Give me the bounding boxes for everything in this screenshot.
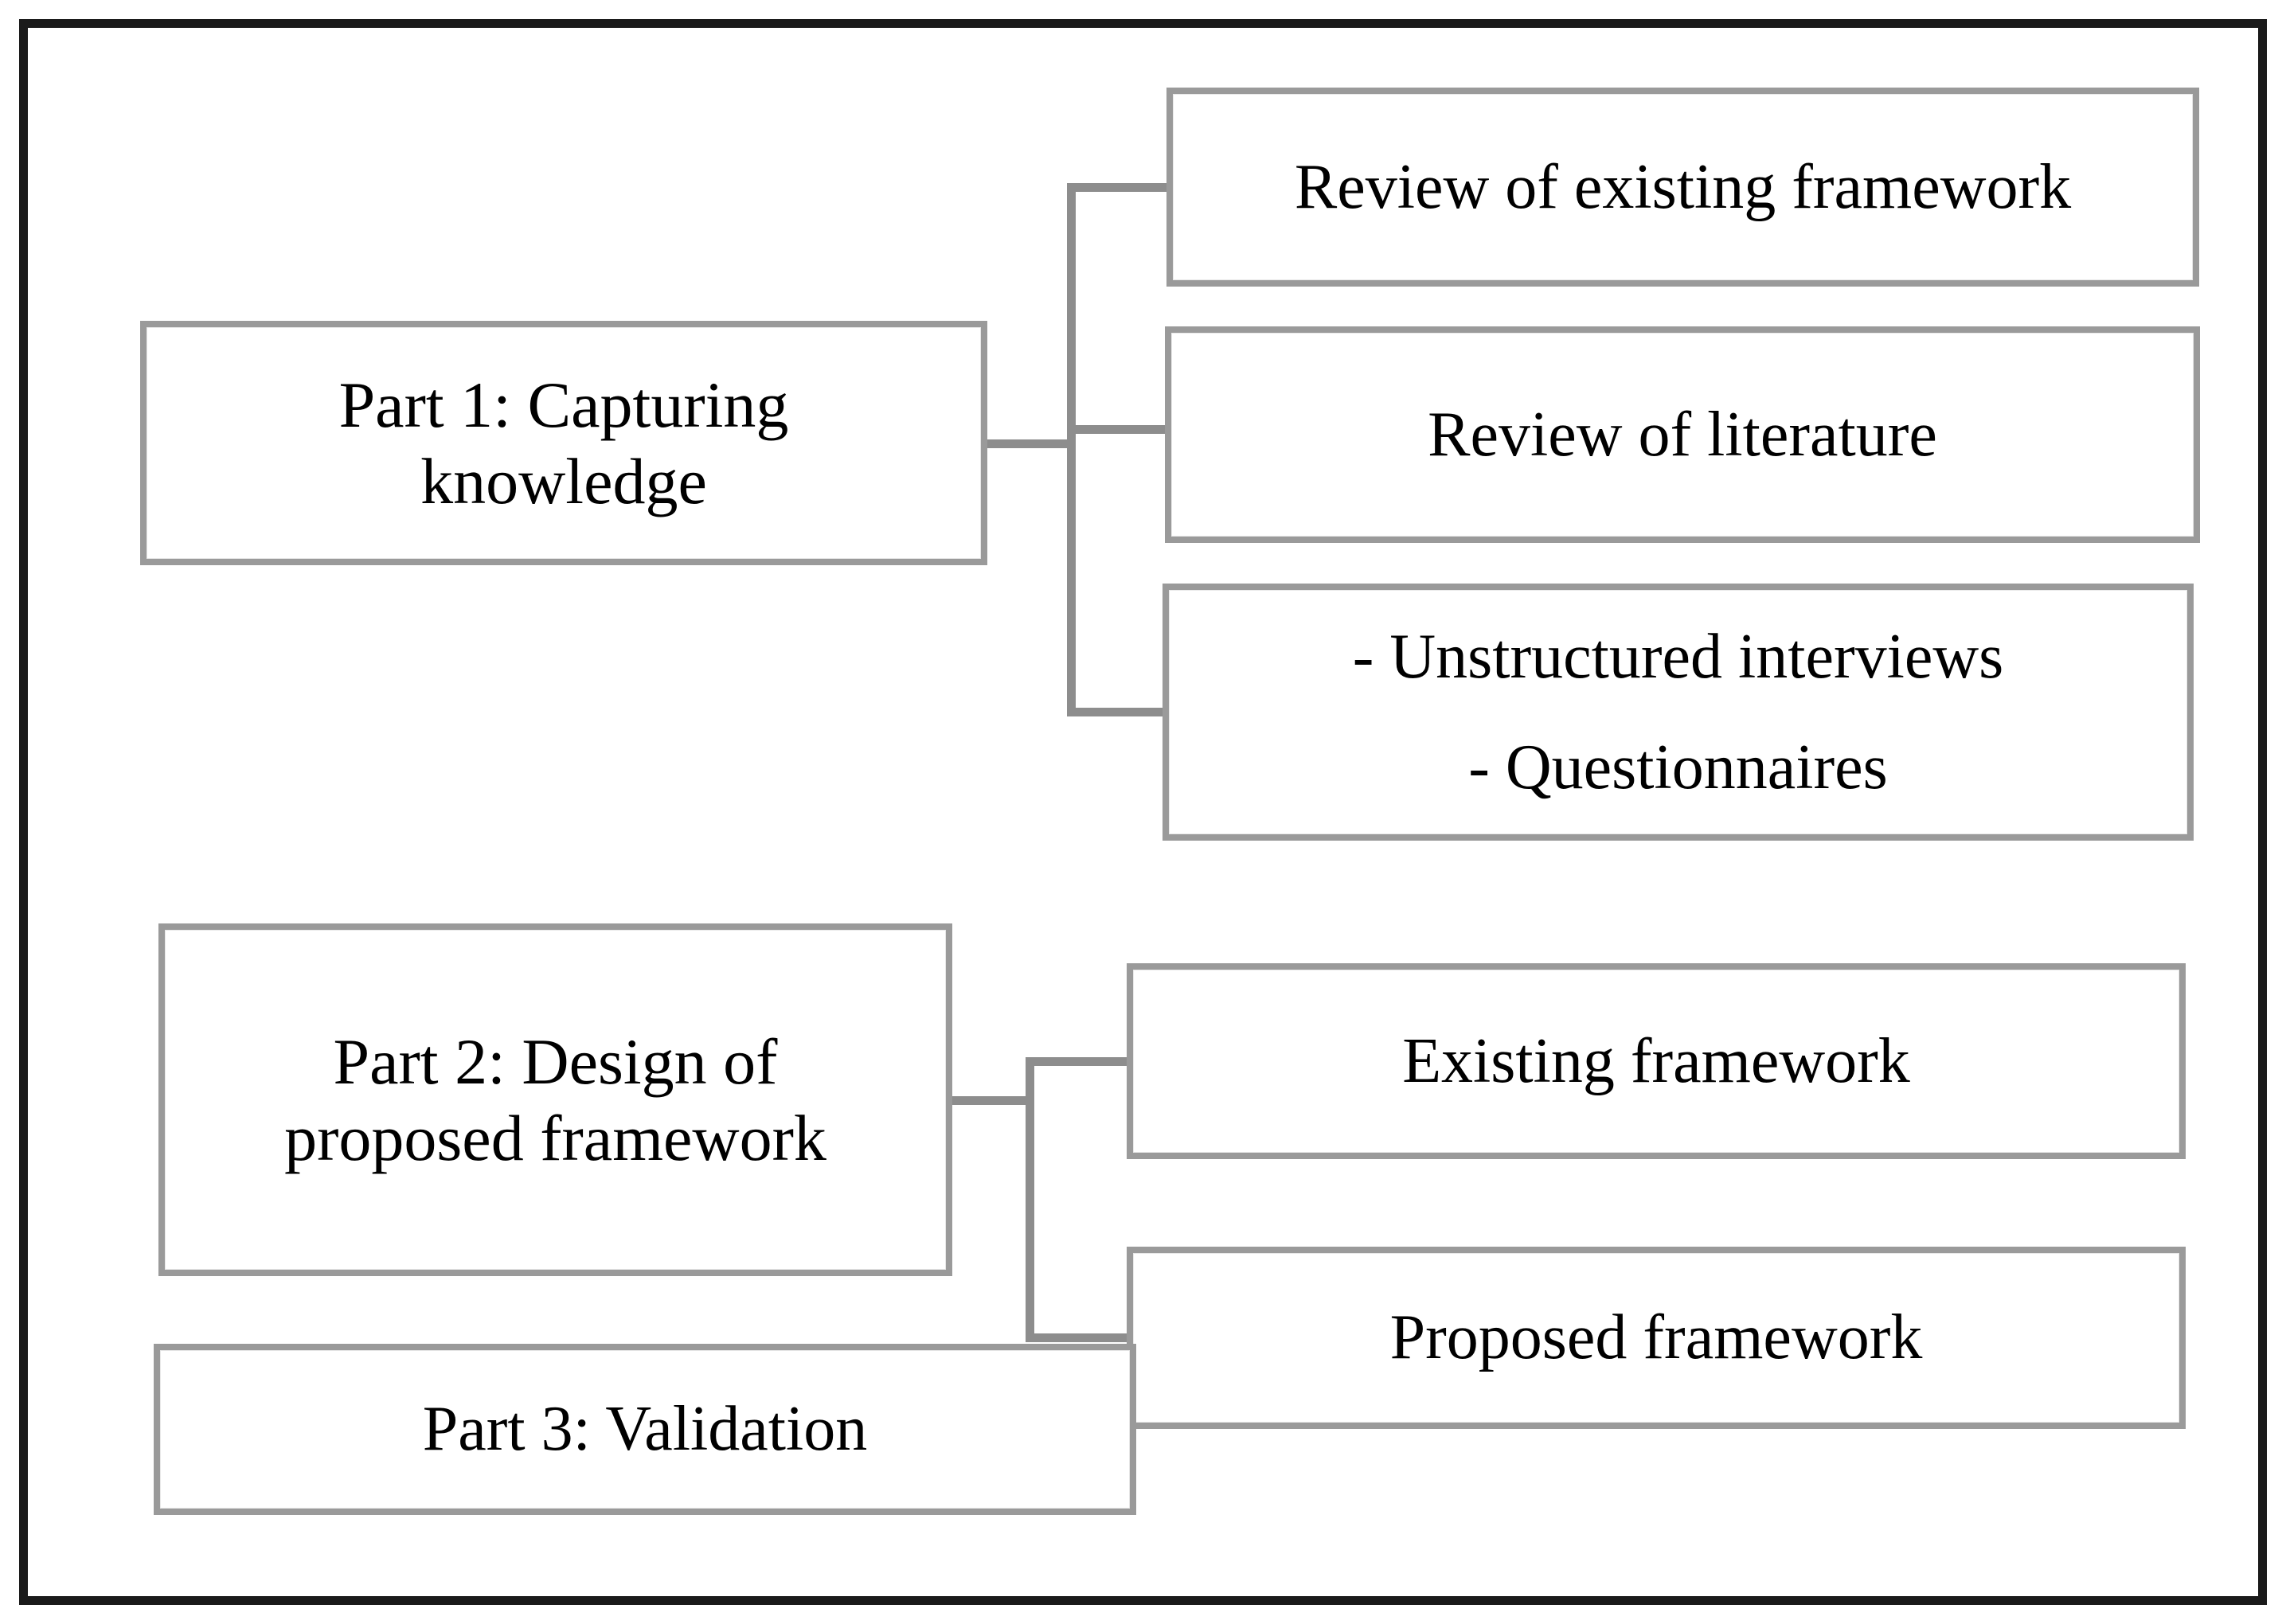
questionnaires-label: - Questionnaires xyxy=(1468,732,1888,802)
review-existing-framework-box: Review of existing framework xyxy=(1166,88,2199,287)
part2-box: Part 2: Design of proposed framework xyxy=(158,923,952,1276)
part2-connector-stub-top xyxy=(1026,1057,1129,1066)
part2-connector-trunk xyxy=(1026,1057,1034,1342)
outer-frame xyxy=(19,19,2267,1605)
unstructured-interviews-label: - Unstructured interviews xyxy=(1352,621,2004,692)
review-of-literature-label: Review of literature xyxy=(1428,399,1937,470)
review-existing-framework-label: Review of existing framework xyxy=(1294,151,2072,222)
part2-connector-incoming xyxy=(949,1096,1030,1105)
proposed-framework-box: Proposed framework xyxy=(1127,1247,2186,1429)
part3-label: Part 3: Validation xyxy=(422,1394,868,1465)
interviews-questionnaires-box: - Unstructured interviews - Questionnair… xyxy=(1163,584,2194,841)
part1-connector-incoming xyxy=(984,439,1071,448)
part3-box: Part 3: Validation xyxy=(154,1344,1136,1515)
part1-label-line1: Part 1: Capturing xyxy=(338,369,789,442)
part1-connector-stub-top xyxy=(1067,183,1169,192)
part2-label-line2: proposed framework xyxy=(284,1101,826,1174)
part2-connector-stub-bottom xyxy=(1026,1333,1129,1342)
part1-connector-trunk xyxy=(1067,183,1076,716)
review-of-literature-box: Review of literature xyxy=(1165,326,2200,543)
existing-framework-box: Existing framework xyxy=(1127,963,2186,1159)
part1-box: Part 1: Capturing knowledge xyxy=(140,321,987,565)
part2-label-line1: Part 2: Design of xyxy=(333,1025,778,1099)
existing-framework-label: Existing framework xyxy=(1402,1025,1910,1096)
part1-label-line2: knowledge xyxy=(420,444,707,517)
proposed-framework-label: Proposed framework xyxy=(1389,1302,1923,1373)
part1-connector-stub-bottom xyxy=(1067,708,1165,716)
part1-connector-stub-middle xyxy=(1067,425,1167,434)
